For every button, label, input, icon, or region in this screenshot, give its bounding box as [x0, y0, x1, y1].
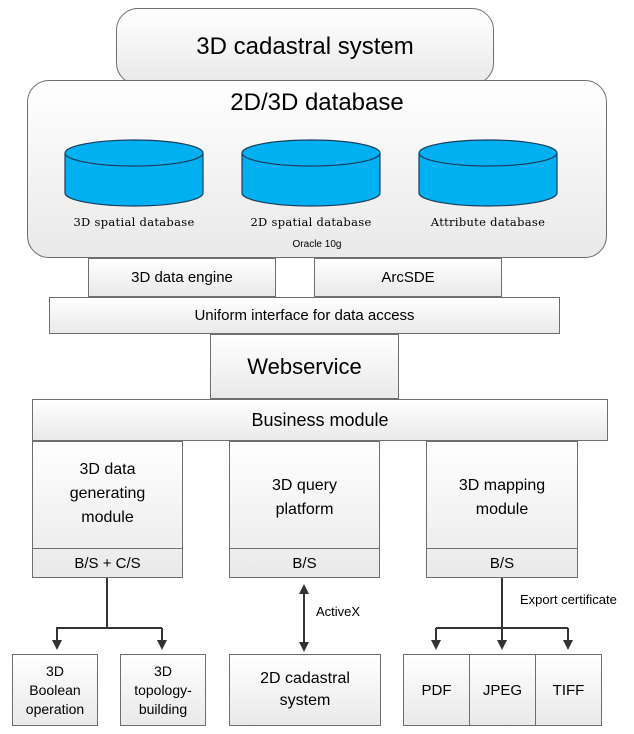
uniform-interface-label: Uniform interface for data access [194, 307, 415, 324]
module-title: 3D query platform [272, 477, 337, 518]
db-label: 2D spatial database [250, 215, 372, 229]
database-container: 2D/3D database 3D spatial database 2D sp… [27, 80, 607, 258]
module-sub: B/S [230, 548, 379, 577]
module-title: 3D mapping module [458, 477, 546, 518]
cadastral-system-title: 3D cadastral system [196, 32, 414, 60]
pdf-label: PDF [421, 681, 452, 699]
webservice-box: Webservice [210, 334, 399, 399]
database-cylinder-icon [64, 139, 204, 207]
export-certificate-label: Export certificate [520, 592, 617, 607]
arcsde-box: ArcSDE [314, 258, 502, 297]
db-label: Attribute database [430, 215, 546, 229]
db-store-3d-spatial: 3D spatial database [64, 139, 204, 229]
business-module-label: Business module [251, 409, 389, 430]
2d-cadastral-system-label: 2D cadastral system [260, 670, 350, 709]
2d-cadastral-system-box: 2D cadastral system [229, 654, 381, 726]
cadastral-system-box: 3D cadastral system [116, 8, 494, 85]
pdf-box: PDF [403, 654, 470, 726]
boolean-operation-box: 3D Boolean operation [12, 654, 98, 726]
oracle-label: Oracle 10g [292, 239, 342, 250]
data-engine-box: 3D data engine [88, 258, 276, 297]
module-query-platform: 3D query platform B/S [229, 441, 380, 578]
db-store-attribute: Attribute database [418, 139, 558, 229]
topology-building-label: 3D topology-building [134, 662, 192, 717]
activex-label: ActiveX [316, 604, 361, 619]
module-sub: B/S [427, 548, 577, 577]
uniform-interface-box: Uniform interface for data access [49, 297, 560, 334]
module-sub: B/S + C/S [33, 548, 182, 577]
jpeg-label: JPEG [482, 681, 523, 699]
boolean-operation-label: 3D Boolean operation [25, 662, 85, 717]
business-module-box: Business module [32, 399, 608, 441]
database-cylinder-icon [418, 139, 558, 207]
db-store-2d-spatial: 2D spatial database [241, 139, 381, 229]
arcsde-label: ArcSDE [381, 269, 435, 286]
db-label: 3D spatial database [73, 215, 195, 229]
tiff-box: TIFF [535, 654, 602, 726]
webservice-label: Webservice [247, 353, 362, 379]
database-cylinder-icon [241, 139, 381, 207]
tiff-label: TIFF [552, 681, 585, 699]
topology-building-box: 3D topology-building [120, 654, 206, 726]
module-mapping: 3D mapping module B/S [426, 441, 578, 578]
jpeg-box: JPEG [469, 654, 536, 726]
module-data-generating: 3D data generating module B/S + C/S [32, 441, 183, 578]
data-engine-label: 3D data engine [131, 269, 233, 286]
module-title: 3D data generating module [69, 461, 146, 526]
database-title: 2D/3D database [230, 89, 404, 116]
